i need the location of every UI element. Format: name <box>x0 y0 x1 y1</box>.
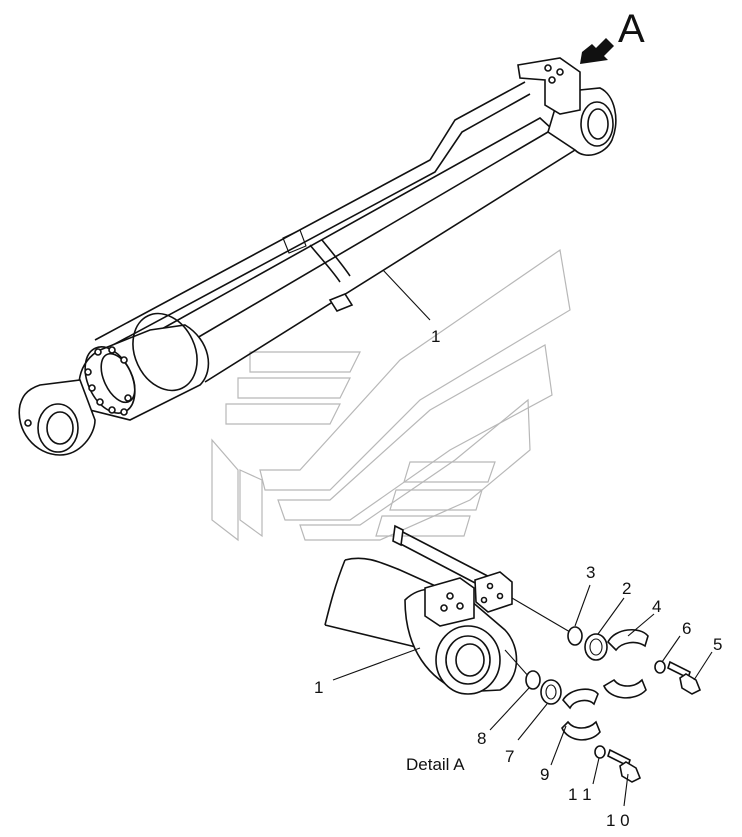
part-9-split-flange <box>562 688 599 710</box>
callout-11: 1 1 <box>568 785 592 804</box>
part-11-washer <box>594 745 606 759</box>
part-3-o-ring <box>567 626 583 646</box>
part-2-seal-ring <box>584 633 608 661</box>
detail-a-view <box>324 524 713 807</box>
hydraulic-cylinder-assembly <box>18 57 617 456</box>
callout-8: 8 <box>477 729 486 748</box>
part-10-bolt <box>607 748 642 783</box>
callout-2: 2 <box>622 579 631 598</box>
callout-4: 4 <box>652 597 661 616</box>
part-4-split-flange <box>607 629 649 652</box>
arrow-icon <box>580 38 614 64</box>
part-8-o-ring <box>525 670 541 690</box>
gland-bolt-circle <box>84 346 132 416</box>
part-5-bolt <box>667 660 702 695</box>
view-arrow: A <box>580 7 645 64</box>
detail-caption: Detail A <box>406 755 465 774</box>
part-6-washer <box>654 660 666 674</box>
view-label: A <box>618 7 645 51</box>
callout-1-detail: 1 <box>314 678 323 697</box>
callout-10: 1 0 <box>606 811 630 830</box>
callout-6: 6 <box>682 619 691 638</box>
callout-3: 3 <box>586 563 595 582</box>
part-7-seal-ring <box>540 679 562 705</box>
watermark-logo <box>211 248 571 542</box>
callout-7: 7 <box>505 747 514 766</box>
callout-9: 9 <box>540 765 549 784</box>
callout-5: 5 <box>713 635 722 654</box>
callout-1-main: 1 <box>431 327 440 346</box>
